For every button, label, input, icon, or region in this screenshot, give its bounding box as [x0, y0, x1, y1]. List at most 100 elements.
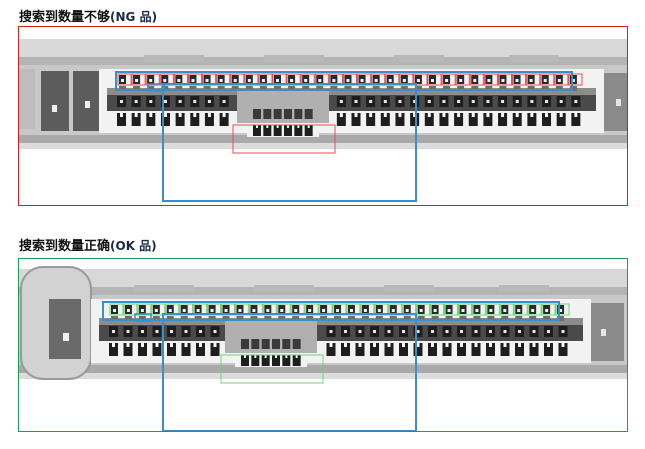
top-pin-lead — [147, 86, 155, 91]
center-pin-upper — [253, 109, 261, 119]
pin-detect-box — [137, 303, 152, 316]
center-pin-upper — [272, 339, 280, 349]
center-block — [225, 319, 317, 353]
pin-detect-box — [526, 73, 541, 86]
bottom-pin-lower-contact — [457, 113, 461, 117]
top-pin-contact — [336, 309, 340, 312]
top-pin-contact — [346, 79, 350, 82]
housing-top-edge — [19, 287, 627, 295]
bottom-pin-lower — [457, 343, 466, 356]
ng-section-title: 搜索到数量不够(NG 品) — [19, 6, 157, 25]
bottom-pin-lower — [571, 113, 581, 126]
ok-inspection-image — [18, 258, 628, 432]
pin-detect-box — [427, 73, 442, 86]
bottom-pin-upper-contact — [329, 330, 333, 333]
top-pin-contact — [557, 79, 561, 82]
bottom-pin-upper-contact — [442, 100, 446, 103]
top-pin-lead — [236, 316, 244, 321]
bottom-pin-upper-contact — [416, 330, 420, 333]
center-pin-lower — [261, 355, 270, 366]
center-pin-upper — [241, 339, 249, 349]
bottom-pin-upper-contact — [213, 330, 217, 333]
bottom-pin-lower — [117, 113, 126, 126]
bottom-pin-upper-contact — [126, 330, 130, 333]
top-pin-lead — [403, 316, 411, 321]
bottom-pin-lower-contact — [199, 343, 202, 347]
bottom-pin-upper-contact — [149, 100, 153, 103]
top-pin-contact — [149, 79, 153, 82]
top-pin-contact — [140, 309, 144, 312]
pin-detect-box — [513, 303, 528, 316]
top-pin-contact — [121, 79, 124, 82]
center-pin-upper — [263, 109, 272, 119]
bottom-pin-upper-contact — [559, 100, 563, 103]
bottom-pin-lower-contact — [442, 113, 446, 117]
top-pin-contact — [280, 309, 284, 312]
bottom-pin-lower — [146, 113, 156, 126]
top-row-search-region — [102, 301, 560, 321]
bottom-pin-lower — [355, 343, 365, 356]
bottom-pin-lower — [527, 113, 537, 126]
top-pin-lead — [306, 316, 314, 321]
bottom-pin-upper-contact — [193, 100, 197, 103]
bottom-pin-upper-contact — [445, 330, 449, 333]
bottom-pin-lower — [544, 343, 553, 356]
bottom-pin-lower — [167, 343, 176, 356]
pin-detect-box — [555, 303, 570, 316]
search-region-large — [162, 83, 417, 202]
bottom-pin-lower — [380, 113, 390, 126]
bottom-pin-lower — [341, 343, 350, 356]
bottom-pin-lower — [204, 113, 214, 126]
top-pin-lead — [499, 86, 507, 91]
bottom-pin-lower — [500, 343, 510, 356]
center-pin-contact — [264, 355, 267, 358]
top-pin-lead — [344, 86, 352, 91]
top-pin-contact — [318, 79, 322, 82]
bottom-pin-lower-contact — [207, 113, 211, 117]
bottom-pin-lower — [556, 113, 566, 126]
bottom-pin-lower-contact — [518, 343, 521, 347]
bottom-pin-lower — [366, 113, 376, 126]
search-region-large — [162, 313, 417, 431]
bottom-pin-lower — [138, 343, 147, 356]
top-pin-lead — [194, 316, 202, 321]
bottom-pin-lower-contact — [369, 113, 373, 117]
bottom-pin-upper-contact — [170, 330, 173, 333]
top-pin-lead — [386, 86, 394, 91]
center-pin-upper — [282, 339, 291, 349]
center-pin-lower — [253, 125, 261, 136]
bottom-pin-upper-contact — [398, 100, 402, 103]
bottom-pin-upper-contact — [471, 100, 475, 103]
top-pin-contact — [405, 309, 409, 312]
top-pin-contact — [332, 79, 336, 82]
bottom-pin-lower-contact — [329, 343, 333, 347]
top-pin-lead — [541, 86, 549, 91]
top-pin-lead — [529, 316, 537, 321]
top-pin-lead — [316, 86, 324, 91]
top-pin-contact — [489, 309, 493, 312]
bottom-pin-lower-contact — [112, 343, 115, 347]
bottom-pin-lower-contact — [373, 343, 376, 347]
center-pin-contact — [287, 125, 289, 128]
center-pin-upper — [261, 339, 270, 349]
bottom-pin-lower — [515, 343, 524, 356]
top-pin-contact — [182, 309, 186, 312]
housing-tab — [144, 55, 204, 62]
center-pin-contact — [244, 355, 246, 358]
bottom-pin-lower-contact — [120, 113, 123, 117]
top-pin-lead — [166, 316, 174, 321]
pin-detect-box — [499, 303, 514, 316]
top-pin-lead — [274, 86, 281, 91]
bottom-pin-lower-contact — [222, 113, 226, 117]
bottom-pin-lower-contact — [474, 343, 478, 347]
bottom-pin-lower — [190, 113, 200, 126]
top-pin-lead — [208, 316, 216, 321]
top-pin-contact — [543, 79, 547, 82]
top-pin-lead — [555, 86, 563, 91]
pin-detect-box — [497, 73, 513, 86]
bottom-pin-lower-contact — [402, 343, 405, 347]
bottom-pin-lower — [542, 113, 552, 126]
bottom-pin-upper-contact — [530, 100, 534, 103]
top-pin-contact — [252, 309, 256, 312]
pin-detect-box — [527, 303, 542, 316]
